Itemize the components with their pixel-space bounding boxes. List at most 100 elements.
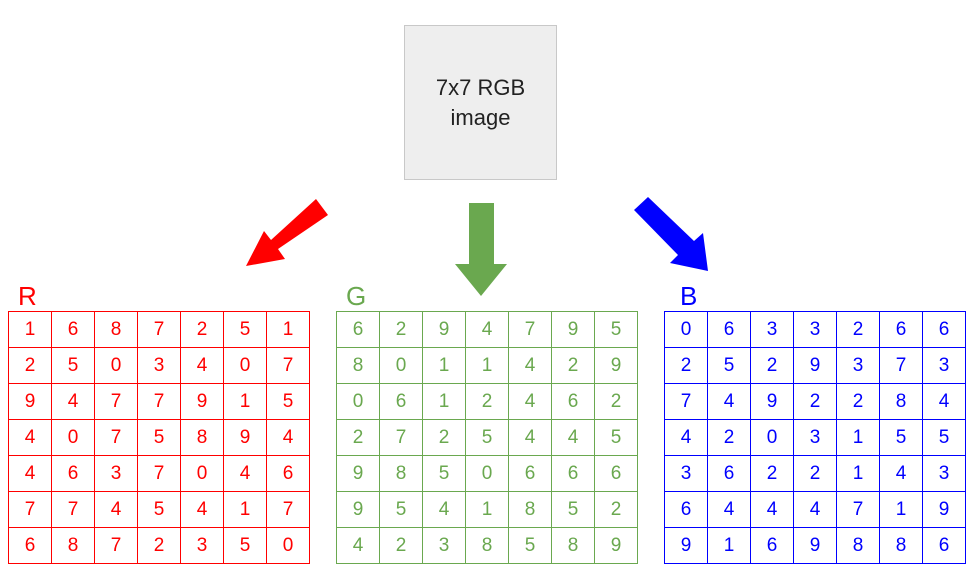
matrix-cell: 1	[836, 419, 880, 456]
matrix-cell: 3	[664, 455, 708, 492]
matrix-cell: 5	[51, 347, 95, 384]
matrix-cell: 8	[879, 527, 923, 564]
matrix-cell: 4	[223, 455, 267, 492]
matrix-cell: 4	[707, 491, 751, 528]
matrix-cell: 1	[422, 347, 466, 384]
matrix-cell: 6	[8, 527, 52, 564]
matrix-cell: 0	[94, 347, 138, 384]
matrix-cell: 9	[594, 527, 638, 564]
matrix-cell: 2	[793, 383, 837, 420]
matrix-cell: 4	[793, 491, 837, 528]
matrix-cell: 5	[508, 527, 552, 564]
matrix-cell: 2	[594, 491, 638, 528]
matrix-cell: 4	[94, 491, 138, 528]
matrix-cell: 7	[8, 491, 52, 528]
matrix-cell: 8	[379, 455, 423, 492]
matrix-cell: 8	[879, 383, 923, 420]
matrix-cell: 3	[94, 455, 138, 492]
matrix-cell: 7	[94, 419, 138, 456]
matrix-cell: 1	[465, 347, 509, 384]
matrix-cell: 4	[51, 383, 95, 420]
matrix-cell: 5	[379, 491, 423, 528]
matrix-cell: 8	[508, 491, 552, 528]
matrix-cell: 4	[508, 347, 552, 384]
matrix-cell: 5	[422, 455, 466, 492]
matrix-cell: 9	[8, 383, 52, 420]
matrix-cell: 5	[266, 383, 310, 420]
matrix-cell: 6	[379, 383, 423, 420]
matrix-cell: 4	[422, 491, 466, 528]
matrix-cell: 2	[707, 419, 751, 456]
matrix-cell: 4	[707, 383, 751, 420]
matrix-cell: 5	[922, 419, 966, 456]
matrix-cell: 0	[180, 455, 224, 492]
matrix-cell: 3	[137, 347, 181, 384]
matrix-cell: 9	[336, 491, 380, 528]
matrix-cell: 0	[750, 419, 794, 456]
matrix-cell: 3	[422, 527, 466, 564]
matrix-cell: 7	[266, 491, 310, 528]
matrix-cell: 4	[750, 491, 794, 528]
matrix-cell: 8	[51, 527, 95, 564]
matrix-cell: 0	[266, 527, 310, 564]
matrix-cell: 5	[707, 347, 751, 384]
matrix-cell: 7	[94, 383, 138, 420]
matrix-cell: 5	[137, 491, 181, 528]
matrix-cell: 2	[379, 311, 423, 348]
matrix-cell: 6	[594, 455, 638, 492]
matrix-cell: 1	[707, 527, 751, 564]
matrix-cell: 2	[836, 311, 880, 348]
matrix-cell: 6	[551, 383, 595, 420]
matrix-cell: 5	[223, 527, 267, 564]
matrix-cell: 2	[379, 527, 423, 564]
matrix-cell: 0	[664, 311, 708, 348]
channel-label-g: G	[346, 281, 367, 311]
matrix-cell: 4	[551, 419, 595, 456]
matrix-cell: 8	[336, 347, 380, 384]
matrix-cell: 2	[422, 419, 466, 456]
matrix-cell: 7	[137, 311, 181, 348]
channel-label-r: R	[18, 281, 37, 311]
matrix-cell: 9	[223, 419, 267, 456]
matrix-cell: 6	[922, 311, 966, 348]
matrix-cell: 2	[336, 419, 380, 456]
matrix-cell: 3	[793, 311, 837, 348]
matrix-cell: 6	[879, 311, 923, 348]
matrix-cell: 3	[750, 311, 794, 348]
matrix-cell: 2	[180, 311, 224, 348]
matrix-cell: 4	[336, 527, 380, 564]
matrix-cell: 2	[137, 527, 181, 564]
matrix-cell: 3	[836, 347, 880, 384]
matrix-cell: 4	[879, 455, 923, 492]
matrix-cell: 3	[180, 527, 224, 564]
rgb-image-box: 7x7 RGB image	[404, 25, 557, 180]
rgb-image-label: 7x7 RGB image	[435, 74, 526, 130]
matrix-cell: 6	[707, 311, 751, 348]
matrix-cell: 3	[922, 347, 966, 384]
matrix-cell: 1	[266, 311, 310, 348]
matrix-cell: 7	[879, 347, 923, 384]
matrix-cell: 5	[551, 491, 595, 528]
matrix-cell: 4	[465, 311, 509, 348]
matrix-cell: 7	[266, 347, 310, 384]
matrix-cell: 2	[465, 383, 509, 420]
matrix-cell: 5	[223, 311, 267, 348]
matrix-cell: 2	[836, 383, 880, 420]
matrix-cell: 5	[465, 419, 509, 456]
matrix-cell: 5	[594, 311, 638, 348]
matrix-cell: 4	[8, 419, 52, 456]
matrix-cell: 6	[664, 491, 708, 528]
matrix-cell: 1	[879, 491, 923, 528]
matrix-cell: 4	[8, 455, 52, 492]
